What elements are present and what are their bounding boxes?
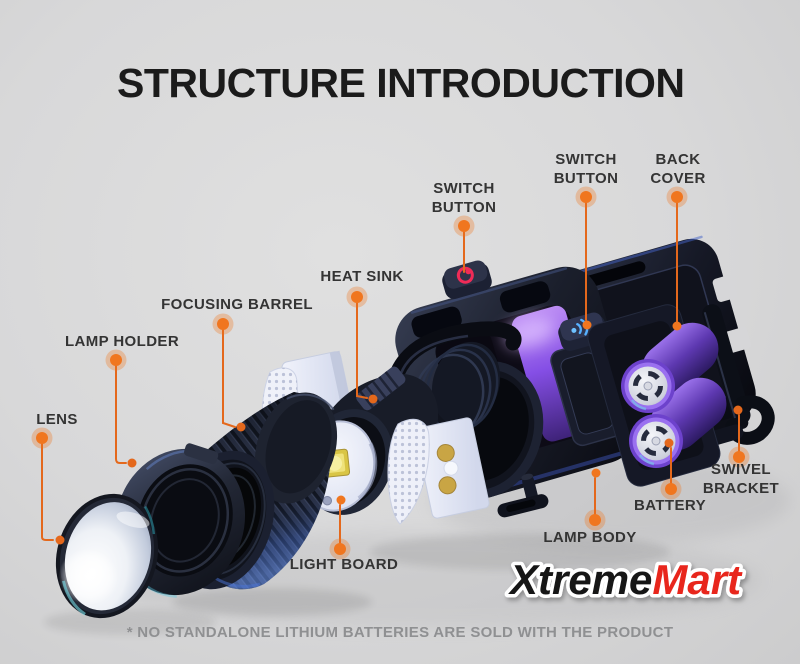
callout-label-battery: BATTERY — [634, 497, 706, 514]
logo-text-second: Mart — [652, 556, 743, 603]
disclaimer-footnote: * NO STANDALONE LITHIUM BATTERIES ARE SO… — [126, 624, 674, 641]
callout-label-switch-button-left: SWITCH BUTTON — [431, 180, 497, 216]
callout-label-swivel-bracket: SWIVEL BRACKET — [702, 461, 780, 497]
svg-text:XtremeMart: XtremeMart — [508, 556, 743, 603]
callout-label-light-board: LIGHT BOARD — [289, 556, 399, 573]
switch-button-left-part — [442, 260, 492, 299]
battery-end-top — [621, 359, 675, 413]
callout-label-heat-sink: HEAT SINK — [320, 268, 404, 285]
callout-label-lamp-body: LAMP BODY — [543, 529, 637, 546]
mount-clip-part — [497, 473, 549, 518]
page-title: STRUCTURE INTRODUCTION — [117, 60, 685, 106]
brand-logo: XtremeMart — [505, 553, 747, 607]
callout-label-switch-button-right: SWITCH BUTTON — [553, 151, 619, 187]
lens-part — [55, 493, 159, 619]
logo-text-first: Xtreme — [508, 556, 652, 603]
callout-label-lamp-holder: LAMP HOLDER — [64, 333, 180, 350]
callout-label-lens: LENS — [36, 411, 78, 428]
contact-plate — [414, 417, 490, 519]
callout-label-focusing-barrel: FOCUSING BARREL — [161, 296, 313, 313]
callout-label-back-cover: BACK COVER — [650, 151, 706, 187]
callout-dots — [31, 186, 750, 560]
